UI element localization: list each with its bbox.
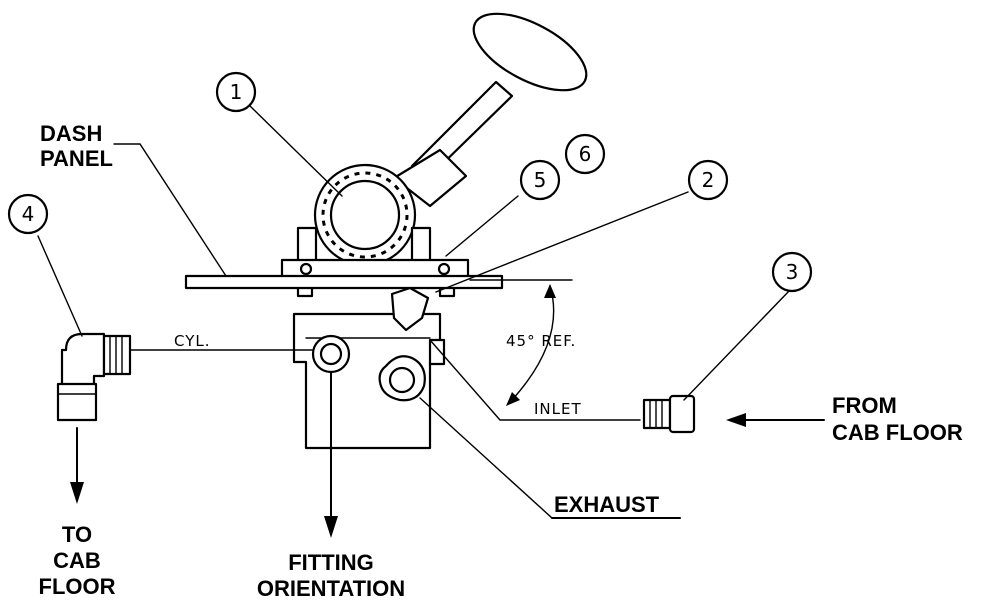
control-handle xyxy=(392,12,588,208)
exhaust-label: EXHAUST xyxy=(554,492,660,517)
callout-5-number: 5 xyxy=(534,168,547,192)
valve-head xyxy=(296,163,432,267)
callout-2: 2 xyxy=(687,159,729,201)
cam-piece xyxy=(390,286,430,332)
callout-3: 3 xyxy=(771,251,813,293)
dash-panel-label-line1: DASH xyxy=(40,121,102,146)
inlet-label: INLET xyxy=(534,400,582,418)
callout-1: 1 xyxy=(215,71,257,113)
inlet-fitting xyxy=(642,394,696,434)
to-cab-floor-label-line3: FLOOR xyxy=(39,574,116,599)
angle-ref-label: 45° REF. xyxy=(506,332,576,350)
to-cab-floor-label-line1: TO xyxy=(62,522,92,547)
dash-panel-label-line2: PANEL xyxy=(40,146,113,171)
fitting-orientation-label-line1: FITTING xyxy=(288,550,374,575)
flow-arrows xyxy=(70,371,825,538)
callout-1-number: 1 xyxy=(230,80,243,104)
callout-4-number: 4 xyxy=(22,202,35,226)
fitting-orientation-label-line2: ORIENTATION xyxy=(257,576,405,601)
dash-panel xyxy=(184,274,504,290)
callout-5: 5 xyxy=(519,159,561,201)
callout-2-number: 2 xyxy=(702,168,715,192)
elbow-fitting xyxy=(56,332,132,422)
callout-4: 4 xyxy=(7,193,49,235)
exhaust-port xyxy=(378,355,426,402)
inlet-port xyxy=(428,338,446,366)
callout-6-number: 6 xyxy=(579,142,592,166)
cyl-port xyxy=(311,334,351,374)
callout-3-number: 3 xyxy=(786,260,799,284)
from-cab-floor-label-line1: FROM xyxy=(832,393,897,418)
cyl-label: CYL. xyxy=(174,332,211,350)
from-cab-floor-label-line2: CAB FLOOR xyxy=(832,420,963,445)
to-cab-floor-label-line2: CAB xyxy=(53,548,101,573)
callout-6: 6 xyxy=(564,133,606,175)
angle-dimension xyxy=(506,284,556,406)
